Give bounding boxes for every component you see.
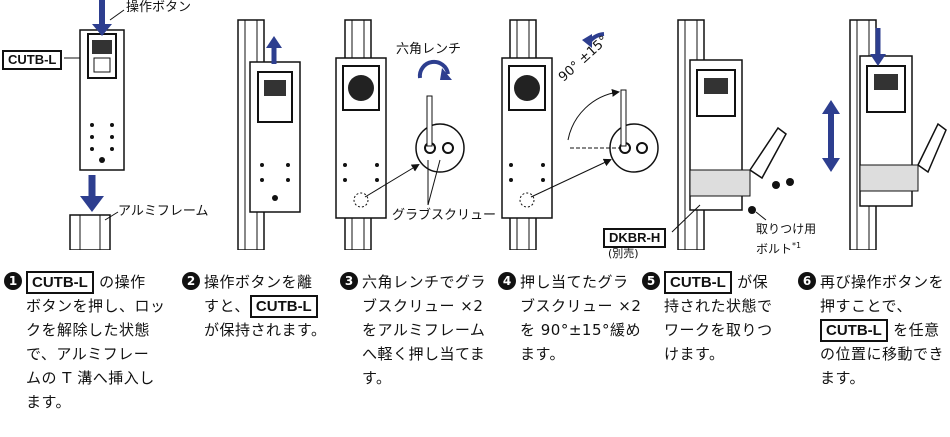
step-6-line5: ます。 xyxy=(820,369,866,387)
step-6-line3: を任意 xyxy=(893,321,940,339)
step-1-number: 1 xyxy=(4,272,22,290)
step-4-line1: 押し当てたグラ xyxy=(520,273,629,291)
step-5-line2: 持された状態で xyxy=(664,297,773,315)
step6-figure xyxy=(822,19,947,250)
step-1-line5: ムの T 溝へ挿入し xyxy=(26,369,155,387)
step4-figure xyxy=(501,19,659,250)
step-2-line1: 操作ボタンを離 xyxy=(204,273,313,291)
step-3-number: 3 xyxy=(340,272,358,290)
plate-logo-3: NBK xyxy=(349,100,366,108)
step2-figure xyxy=(237,19,301,250)
step-5-line3: ワークを取りつ xyxy=(664,321,773,339)
step5-figure xyxy=(671,19,794,250)
step-1-line1: の操作 xyxy=(99,273,146,291)
mounting-bolt-label-2: ボルト*1 xyxy=(756,238,801,257)
step-1-cutb-l: CUTB-L xyxy=(26,271,94,294)
aluminum-frame-label: アルミフレーム xyxy=(118,204,209,219)
step-5-cutb-l: CUTB-L xyxy=(664,271,732,294)
step-6-line1: 再び操作ボタンを xyxy=(820,273,945,291)
step-2-line3: が保持されます。 xyxy=(204,321,327,339)
dkbr-h-label: DKBR-H xyxy=(603,228,667,248)
step-5-number: 5 xyxy=(642,272,660,290)
mounting-bolt-label: 取りつけ用 xyxy=(756,222,817,236)
step-6-line4: の位置に移動でき xyxy=(820,345,945,363)
step-1-line4: で、アルミフレー xyxy=(26,345,150,363)
step-3-line3: をアルミフレーム xyxy=(362,321,486,339)
procedure-illustrations xyxy=(64,0,947,250)
step-4-line3: を 90°±15°緩め xyxy=(520,321,642,339)
step-1-line2: ボタンを押し、ロッ xyxy=(26,297,166,315)
step-4-line4: ます。 xyxy=(520,345,566,363)
plate-logo-4: NBK xyxy=(515,100,532,108)
step-6-cutb-l: CUTB-L xyxy=(820,319,888,342)
step-1-line3: クを解除した状態 xyxy=(26,321,151,339)
cutb-l-label: CUTB-L xyxy=(2,50,63,70)
grab-screw-label: グラブスクリュー xyxy=(392,208,497,223)
step-1-line6: ます。 xyxy=(26,393,72,411)
step-3-line4: へ軽く押し当てま xyxy=(362,345,486,363)
step3-figure xyxy=(335,19,465,250)
step-4-line2: ブスクリュー ×2 xyxy=(520,297,642,315)
step-3-line2: ブスクリュー ×2 xyxy=(362,297,484,315)
step-3-line5: す。 xyxy=(362,369,392,387)
step-2-line2: すと、 xyxy=(204,297,250,315)
step-3-line1: 六角レンチでグラ xyxy=(362,273,487,291)
step-5-line4: けます。 xyxy=(664,345,725,363)
step-2-number: 2 xyxy=(182,272,200,290)
step-2-cutb-l: CUTB-L xyxy=(249,295,318,318)
separately-sold-label: (別売) xyxy=(608,247,639,260)
step-5-line1: が保 xyxy=(737,273,769,291)
operation-button-label: 操作ボタン xyxy=(126,0,192,15)
step-4-number: 4 xyxy=(498,272,516,290)
mounting-bolt-text: ボルト xyxy=(756,242,793,256)
step-6-number: 6 xyxy=(798,272,816,290)
mounting-bolt-note: *1 xyxy=(792,241,802,250)
step1-figure xyxy=(64,0,125,250)
hex-wrench-label: 六角レンチ xyxy=(396,42,462,57)
step-6-line2: 押すことで、 xyxy=(820,297,912,315)
